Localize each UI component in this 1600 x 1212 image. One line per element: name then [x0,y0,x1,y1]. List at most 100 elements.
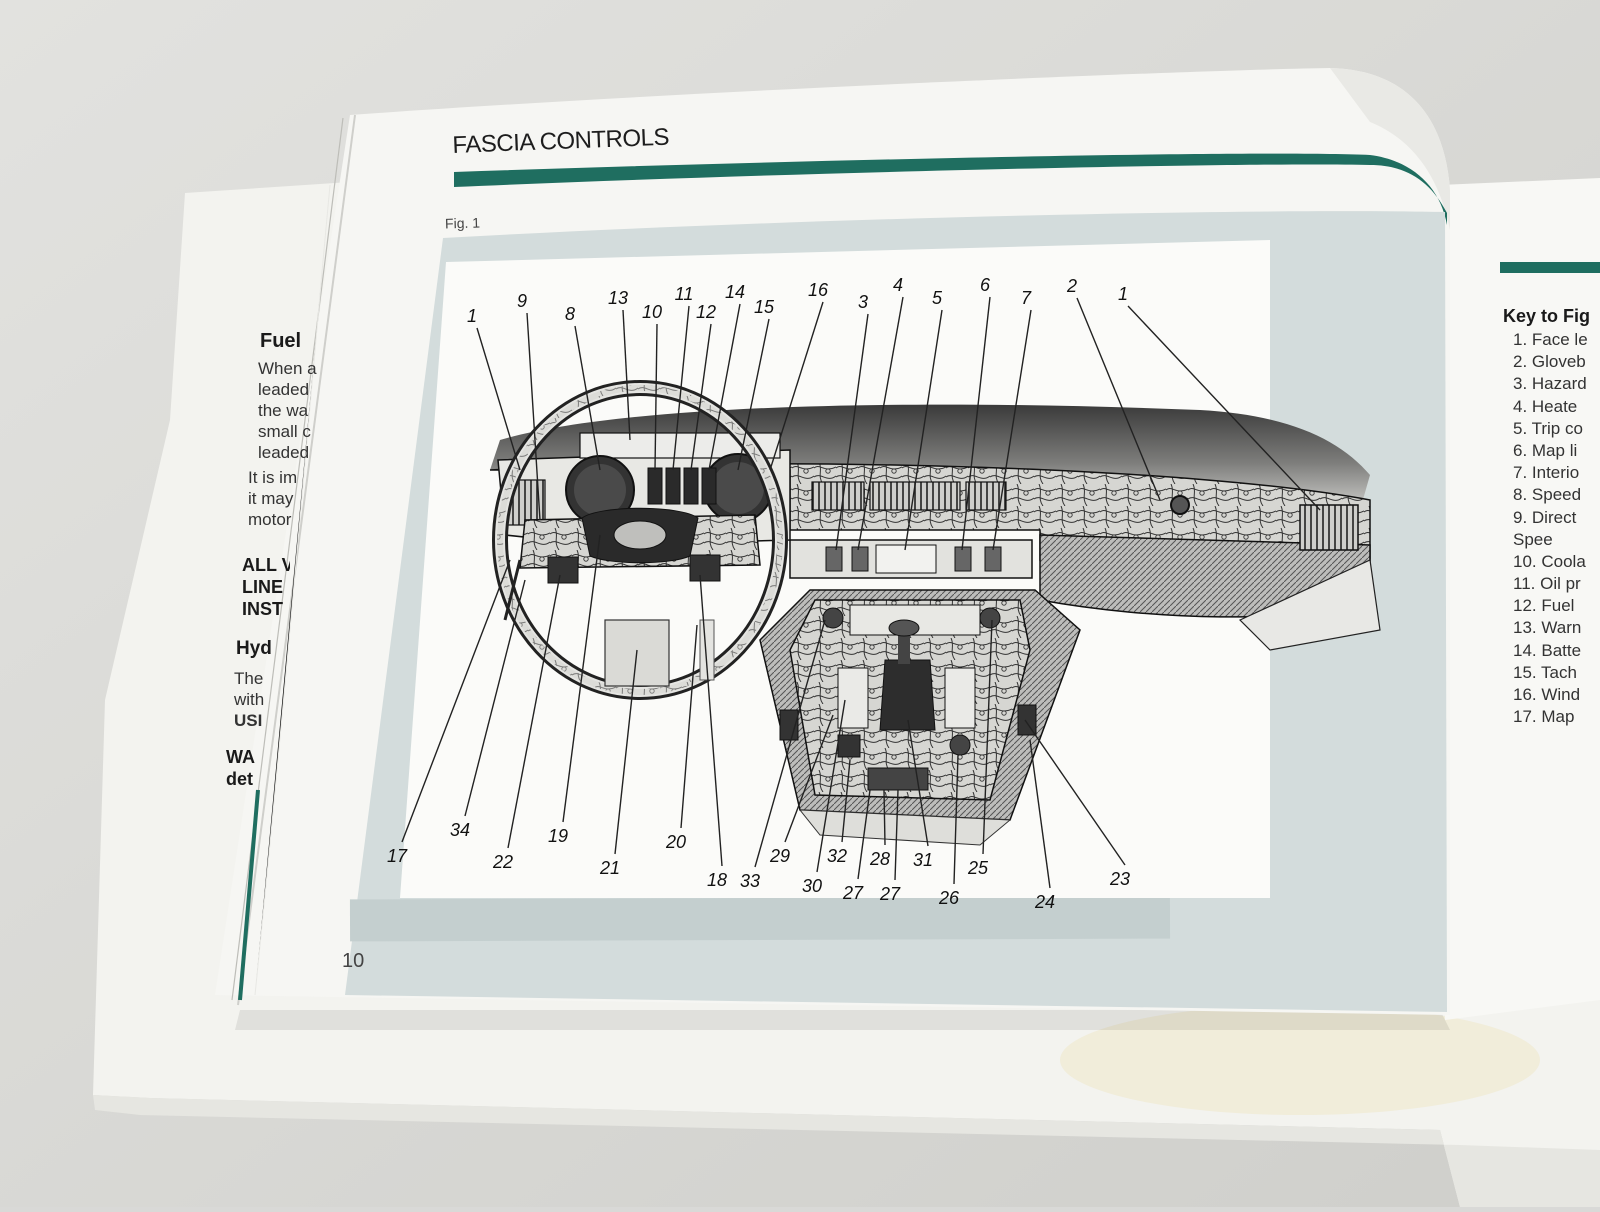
callout-number: 13 [608,288,628,308]
callout-leader [754,619,826,868]
key-title: Key to Fig [1503,306,1591,326]
figure-label: Fig. 1 [444,214,481,232]
right-page-rule [1500,262,1600,273]
callout-leader [904,309,943,551]
callout-leader [835,313,869,551]
callout-number: 31 [913,850,933,870]
callout-leader [401,559,511,843]
left-page-title: Fuel [260,330,302,352]
key-item: 8. Speed [1513,485,1582,505]
callout-number: 7 [1021,288,1032,308]
key-item: 15. Tach [1513,662,1577,682]
callout-leader [953,754,959,885]
callout-number: 14 [725,282,745,302]
callout-number: 32 [827,846,847,866]
callout-number: 15 [754,297,775,317]
callout-leader [737,318,770,471]
left-page-body-2: It is im it may motor [248,468,298,529]
key-item: 1. Face le [1513,330,1588,349]
callout-number: 6 [980,275,991,295]
left-page-hyd-body: The with USI [234,669,265,730]
callout-leader [816,699,846,873]
callout-number: 12 [696,302,716,322]
callout-leader [562,534,601,823]
callout-number: 22 [492,852,513,872]
callout-leader [690,323,712,471]
key-item: 6. Map li [1513,440,1578,460]
callout-number: 11 [675,284,694,304]
callout-number: 20 [665,832,686,852]
callout-number: 21 [599,858,620,878]
callout-leader-lines [401,296,1321,889]
callout-number: 27 [879,884,901,904]
key-item: 2. Gloveb [1513,352,1586,372]
callout-leader [672,305,690,471]
callout-number: 28 [869,849,890,869]
callout-leader [699,574,723,867]
callout-leader [1127,305,1321,511]
callout-leader [883,789,886,846]
callout-leader [476,327,521,471]
key-item: 9. Direct [1513,507,1577,527]
callout-number: 9 [517,291,527,311]
callout-leader [857,789,871,880]
callout-number: 24 [1034,892,1055,912]
callout-leader [614,649,638,855]
callout-leader [907,719,929,847]
callout-number: 8 [565,304,575,324]
callout-leader [784,714,834,843]
callout-number: 27 [842,883,864,903]
callout-leader [992,309,1032,551]
left-page-warning: WA det [226,747,255,789]
key-item: 7. Interio [1513,463,1580,483]
callout-leader [894,789,899,881]
callout-number: 2 [1066,276,1077,296]
callout-leader [841,759,851,843]
callout-leader [1024,719,1126,866]
callout-number: 30 [802,876,822,896]
callout-number: 1 [1118,284,1128,304]
callout-number: 25 [967,858,989,878]
heading-rule [454,153,1447,225]
left-page-body: When a leaded the wa small c leaded [258,359,317,462]
callout-leader [654,323,658,471]
callout-leader [1029,739,1051,889]
left-page-caps-notice: ALL V LINE INST [242,555,290,619]
key-item: 10. Coola [1513,551,1586,571]
callout-number: 5 [932,288,943,308]
callout-number: 26 [938,888,960,908]
callout-number: 23 [1109,869,1130,889]
callout-leader [857,296,904,551]
callout-leader [574,325,601,471]
dashboard-illustration [489,380,1381,846]
callout-leader [622,309,631,441]
callout-leader [507,574,561,849]
callout-number: 3 [858,292,868,312]
callout-leader [982,619,993,855]
callout-number: 29 [769,846,790,866]
key-item: Spee [1513,529,1553,549]
page-number: 10 [342,950,365,972]
key-item: 11. Oil pr [1513,574,1581,594]
key-item: 5. Trip co [1513,418,1583,438]
key-item: 16. Wind [1513,685,1581,704]
callout-number: 17 [387,846,408,866]
callout-number: 4 [893,275,903,295]
key-item: 12. Fuel [1513,596,1575,616]
callout-leader [680,624,698,829]
callout-number: 1 [467,306,477,326]
key-item: 13. Warn [1513,618,1582,638]
callout-number: 18 [707,870,727,890]
callout-leader [708,303,741,471]
callout-leader [1076,297,1161,501]
callout-leader [769,301,824,471]
key-item: 3. Hazard [1513,374,1587,394]
callout-number: 10 [642,302,662,322]
left-page-hyd-title: Hyd [236,638,272,659]
key-item: 4. Heate [1513,396,1578,416]
callout-leader [961,296,991,551]
callout-number: 16 [808,280,829,300]
